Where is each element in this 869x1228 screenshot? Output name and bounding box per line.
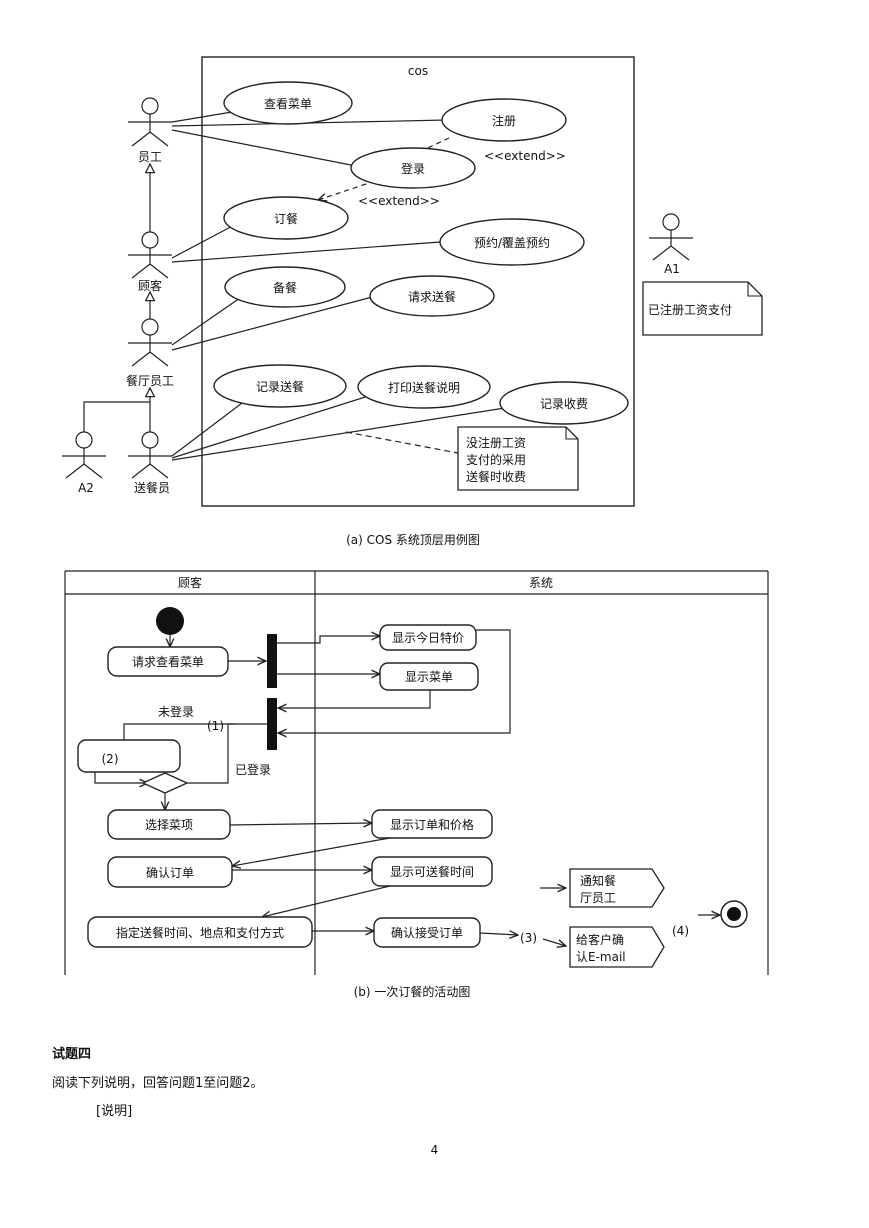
- action-request-menu: 请求查看菜单: [107, 646, 229, 677]
- system-boundary: [201, 56, 635, 507]
- svg-text:记录收费: 记录收费: [540, 397, 588, 411]
- send-signal-notify-staff: 通知餐 厅员工: [569, 868, 665, 908]
- send-signal-email-customer: 给客户确 认E-mail: [569, 926, 665, 968]
- actor-restaurant-staff-label: 餐厅员工: [126, 373, 174, 388]
- svg-text:认E-mail: 认E-mail: [576, 950, 626, 964]
- final-node-icon: [720, 900, 748, 928]
- svg-text:登录: 登录: [401, 161, 425, 176]
- actor-a1-label: A1: [664, 262, 680, 276]
- figure-canvas: cos 员工 顾客 餐厅员工 送餐员 A2: [62, 56, 769, 999]
- use-case-reserve: 预约/覆盖预约: [439, 218, 585, 266]
- svg-text:通知餐: 通知餐: [580, 873, 616, 888]
- svg-text:显示订单和价格: 显示订单和价格: [390, 817, 474, 832]
- svg-text:记录送餐: 记录送餐: [256, 379, 304, 394]
- use-case-record-delivery: 记录送餐: [213, 364, 347, 408]
- use-case-record-payment: 记录收费: [499, 381, 629, 425]
- svg-text:请求送餐: 请求送餐: [408, 289, 456, 304]
- svg-text:打印送餐说明: 打印送餐说明: [388, 380, 460, 395]
- actor-customer-label: 顾客: [138, 278, 162, 293]
- join-bar: [267, 698, 277, 750]
- svg-text:送餐时收费: 送餐时收费: [466, 469, 526, 484]
- svg-text:订餐: 订餐: [274, 211, 298, 226]
- merge-node-icon: [141, 772, 189, 794]
- lane-system-label: 系统: [529, 576, 553, 590]
- svg-text:(2): (2): [102, 752, 119, 766]
- svg-text:指定送餐时间、地点和支付方式: 指定送餐时间、地点和支付方式: [116, 925, 284, 940]
- svg-text:支付的采用: 支付的采用: [466, 452, 526, 467]
- note-unregistered: 没注册工资 支付的采用 送餐时收费: [457, 426, 579, 491]
- svg-text:已注册工资支付: 已注册工资支付: [648, 302, 732, 317]
- svg-text:确认接受订单: 确认接受订单: [391, 925, 463, 940]
- action-show-delivery-time: 显示可送餐时间: [371, 856, 493, 887]
- actor-customer-icon: [128, 231, 172, 279]
- action-select-items: 选择菜项: [107, 809, 231, 840]
- svg-text:给客户确: 给客户确: [576, 932, 624, 947]
- svg-text:显示菜单: 显示菜单: [405, 670, 453, 684]
- actor-a2-icon: [62, 431, 106, 479]
- use-case-diagram: cos 员工 顾客 餐厅员工 送餐员 A2: [62, 56, 763, 547]
- label-logged-in: 已登录: [235, 762, 271, 777]
- use-case-register: 注册: [441, 98, 567, 142]
- use-case-prepare-meal: 备餐: [224, 266, 346, 308]
- note-heading: [说明]: [96, 1104, 133, 1119]
- extend-label-2: <<extend>>: [358, 194, 440, 208]
- system-name: cos: [408, 64, 428, 78]
- caption-b: (b) 一次订餐的活动图: [354, 984, 471, 999]
- svg-text:注册: 注册: [492, 113, 516, 128]
- blank-4: (4): [672, 924, 689, 938]
- actor-employee-label: 员工: [138, 150, 162, 164]
- actor-delivery-staff-icon: [128, 431, 172, 479]
- use-case-view-menu: 查看菜单: [223, 81, 353, 125]
- actor-a1-icon: [649, 213, 693, 261]
- actor-a2-label: A2: [78, 481, 94, 495]
- use-case-order-meal: 订餐: [223, 196, 349, 240]
- caption-a: (a) COS 系统顶层用例图: [346, 533, 480, 547]
- association-lines: [171, 111, 506, 461]
- page-number: 4: [430, 1143, 439, 1157]
- actor-delivery-staff-label: 送餐员: [134, 480, 170, 495]
- action-blank-2: (2): [77, 739, 181, 773]
- svg-text:预约/覆盖预约: 预约/覆盖预约: [474, 235, 550, 250]
- note-a1: 已注册工资支付: [642, 281, 763, 336]
- svg-text:没注册工资: 没注册工资: [466, 435, 526, 450]
- action-show-order-price: 显示订单和价格: [371, 809, 493, 839]
- initial-node-icon: [156, 607, 184, 635]
- svg-text:确认订单: 确认订单: [146, 866, 194, 880]
- svg-text:厅员工: 厅员工: [580, 891, 616, 905]
- generalization-a2-staff: [83, 401, 150, 432]
- extend-label-1: <<extend>>: [484, 149, 566, 163]
- svg-text:显示今日特价: 显示今日特价: [392, 630, 464, 645]
- action-specify-delivery: 指定送餐时间、地点和支付方式: [87, 916, 313, 948]
- svg-text:备餐: 备餐: [273, 280, 297, 295]
- action-show-specials: 显示今日特价: [379, 624, 477, 651]
- use-case-print-delivery-note: 打印送餐说明: [357, 365, 491, 409]
- fork-bar: [267, 634, 277, 688]
- svg-text:请求查看菜单: 请求查看菜单: [132, 655, 204, 669]
- svg-text:选择菜项: 选择菜项: [145, 818, 193, 832]
- action-confirm-order: 确认订单: [107, 856, 233, 888]
- action-confirm-accept: 确认接受订单: [373, 917, 481, 948]
- blank-1: (1): [207, 719, 224, 733]
- use-case-request-delivery: 请求送餐: [369, 275, 495, 317]
- actor-employee-icon: [128, 97, 172, 147]
- svg-text:显示可送餐时间: 显示可送餐时间: [390, 864, 474, 879]
- note-link: [345, 431, 459, 454]
- svg-text:查看菜单: 查看菜单: [264, 97, 312, 111]
- question-title: 试题四: [52, 1047, 92, 1062]
- activity-diagram: 顾客 系统 请求查看菜单 显示今日特价 显示菜单 已登录 未登录 (1): [64, 570, 769, 999]
- blank-3: (3): [520, 931, 537, 945]
- label-not-logged-in: 未登录: [158, 704, 194, 719]
- actor-restaurant-staff-icon: [128, 318, 172, 367]
- action-show-menu: 显示菜单: [379, 662, 479, 691]
- use-case-login: 登录: [350, 147, 476, 189]
- lane-customer-label: 顾客: [178, 575, 202, 590]
- extend-register-login: [413, 137, 450, 155]
- question-instruction: 阅读下列说明，回答问题1至问题2。: [52, 1076, 264, 1091]
